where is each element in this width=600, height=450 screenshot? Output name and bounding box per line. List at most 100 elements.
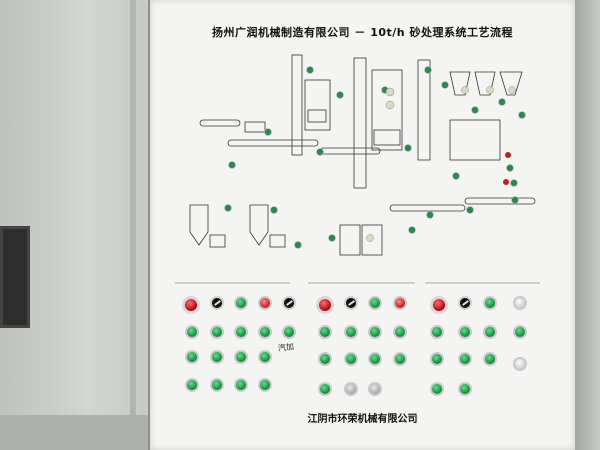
diagram-lamp — [328, 234, 336, 242]
diagram-lamp — [424, 66, 432, 74]
bucket-elevator-2 — [353, 57, 367, 189]
control-button[interactable] — [234, 350, 248, 364]
diagram-lamp — [518, 111, 526, 119]
feeder-2 — [269, 234, 286, 248]
control-button[interactable] — [318, 382, 332, 396]
diagram-motor — [486, 86, 494, 94]
control-button[interactable] — [393, 352, 407, 366]
control-button[interactable] — [430, 352, 444, 366]
control-button[interactable] — [234, 325, 248, 339]
diagram-lamp — [441, 81, 449, 89]
diagram-lamp — [336, 91, 344, 99]
belt-conveyor-4 — [464, 197, 536, 205]
emergency-stop-3[interactable] — [430, 296, 448, 314]
diagram-lamp — [316, 148, 324, 156]
control-button[interactable] — [368, 382, 382, 396]
white-button[interactable] — [513, 357, 527, 371]
diagram-lamp — [404, 144, 412, 152]
control-button[interactable] — [430, 382, 444, 396]
emergency-stop-1[interactable] — [182, 296, 200, 314]
stop-button[interactable] — [258, 296, 272, 310]
stop-button[interactable] — [393, 296, 407, 310]
small-box — [244, 121, 266, 133]
control-button[interactable] — [344, 325, 358, 339]
panel-footer: 江阴市环荣机械有限公司 — [307, 414, 418, 425]
control-button[interactable] — [458, 325, 472, 339]
silo-lower-1 — [189, 204, 209, 246]
white-button[interactable] — [513, 296, 527, 310]
hmi-screen[interactable] — [0, 226, 30, 328]
silo-lower-2 — [249, 204, 269, 246]
control-button[interactable] — [185, 350, 199, 364]
control-button[interactable] — [483, 325, 497, 339]
control-button[interactable] — [258, 350, 272, 364]
control-button[interactable] — [318, 325, 332, 339]
start-button[interactable] — [483, 296, 497, 310]
control-button[interactable] — [458, 352, 472, 366]
bucket-elevator-1 — [291, 54, 303, 156]
bucket-elevator-3 — [417, 59, 431, 161]
diagram-lamp — [294, 241, 302, 249]
unit-1-module — [307, 109, 327, 123]
control-button[interactable] — [185, 378, 199, 392]
selector-switch-3[interactable] — [344, 296, 358, 310]
control-button[interactable] — [258, 325, 272, 339]
hopper-3 — [499, 71, 523, 96]
diagram-motor — [385, 100, 395, 110]
selector-switch-1[interactable] — [210, 296, 224, 310]
lower-unit-2 — [361, 224, 383, 256]
control-button[interactable] — [430, 325, 444, 339]
diagram-lamp — [228, 161, 236, 169]
diagram-lamp — [510, 179, 518, 187]
control-button[interactable] — [483, 352, 497, 366]
control-button[interactable] — [318, 352, 332, 366]
lower-unit-1 — [339, 224, 361, 256]
control-button[interactable] — [368, 325, 382, 339]
diagram-lamp — [466, 206, 474, 214]
control-button[interactable] — [513, 325, 527, 339]
emergency-stop-2[interactable] — [316, 296, 334, 314]
control-button[interactable] — [234, 378, 248, 392]
diagram-lamp — [506, 164, 514, 172]
control-button[interactable] — [210, 325, 224, 339]
diagram-lamp — [471, 106, 479, 114]
diagram-lamp — [270, 206, 278, 214]
diagram-lamp — [264, 128, 272, 136]
diagram-lamp — [511, 196, 519, 204]
control-button[interactable] — [368, 352, 382, 366]
belt-conveyor-1 — [227, 139, 319, 147]
process-unit-1 — [304, 79, 331, 131]
diagram-red-lamp — [503, 179, 509, 185]
diagram-motor — [385, 87, 395, 97]
control-button[interactable] — [393, 325, 407, 339]
control-button[interactable] — [185, 325, 199, 339]
panel-title: 扬州广润机械制造有限公司 － 10t/h 砂处理系统工艺流程 — [212, 26, 513, 39]
diagram-lamp — [452, 172, 460, 180]
selector-switch-4[interactable] — [458, 296, 472, 310]
start-button[interactable] — [368, 296, 382, 310]
diagram-lamp — [426, 211, 434, 219]
selector-switch-2[interactable] — [282, 296, 296, 310]
control-button[interactable] — [344, 352, 358, 366]
handwritten-note: 汽加 — [277, 342, 295, 353]
door-bottom — [0, 415, 148, 450]
diagram-red-lamp — [505, 152, 511, 158]
hopper-1 — [449, 71, 471, 96]
start-button[interactable] — [234, 296, 248, 310]
control-button[interactable] — [344, 382, 358, 396]
diagram-motor — [461, 86, 469, 94]
hopper-2 — [474, 71, 496, 96]
belt-conveyor-3 — [389, 204, 466, 212]
control-button[interactable] — [458, 382, 472, 396]
diagram-lamp — [224, 204, 232, 212]
diagram-motor — [508, 86, 516, 94]
feeder-1 — [209, 234, 226, 248]
control-button[interactable] — [210, 378, 224, 392]
control-button[interactable] — [210, 350, 224, 364]
control-button[interactable] — [258, 378, 272, 392]
mixer-box — [449, 119, 501, 161]
cabinet-right-edge — [575, 0, 600, 450]
control-panel: 扬州广润机械制造有限公司 － 10t/h 砂处理系统工艺流程 — [150, 0, 575, 450]
control-button[interactable] — [282, 325, 296, 339]
process-flow-diagram — [175, 54, 540, 284]
